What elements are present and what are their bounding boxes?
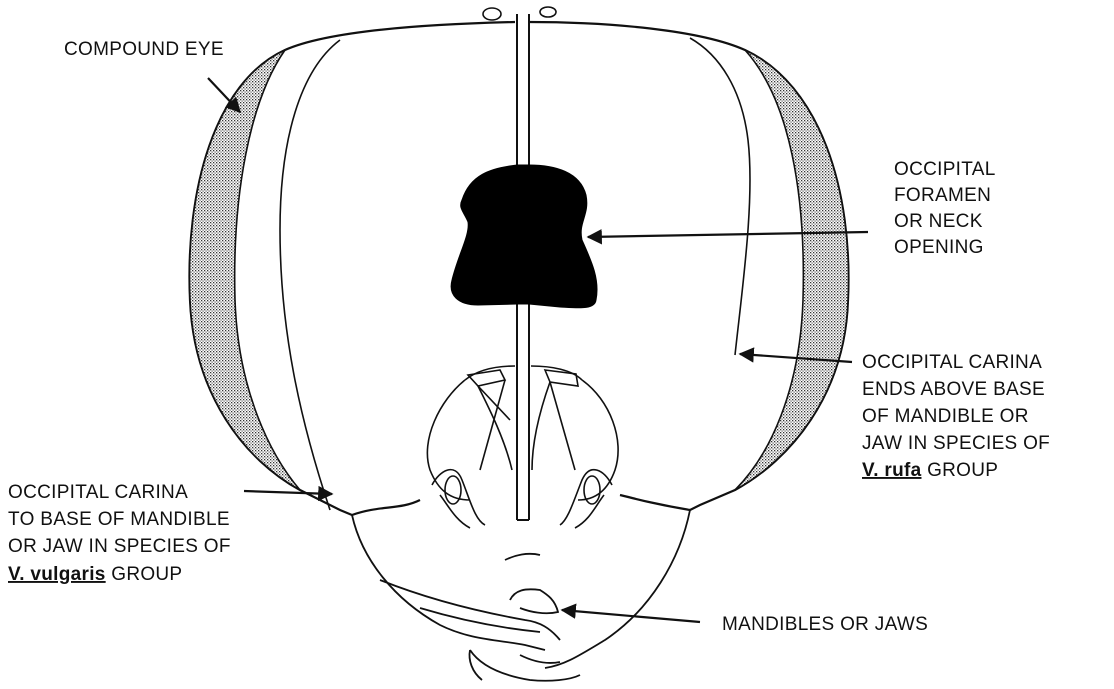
label-mandibles: MANDIBLES OR JAWS <box>722 614 928 635</box>
svg-text:FORAMEN: FORAMEN <box>894 185 991 206</box>
mouthparts <box>427 366 618 528</box>
left-compound-eye <box>189 50 300 490</box>
label-carina-left: OCCIPITAL CARINA TO BASE OF MANDIBLE OR … <box>8 482 231 585</box>
right-compound-eye <box>735 50 848 490</box>
svg-text:OCCIPITAL CARINA: OCCIPITAL CARINA <box>8 482 188 503</box>
svg-text:JAW IN SPECIES OF: JAW IN SPECIES OF <box>862 433 1050 454</box>
svg-text:OF MANDIBLE OR: OF MANDIBLE OR <box>862 406 1029 427</box>
label-carina-right: OCCIPITAL CARINA ENDS ABOVE BASE OF MAND… <box>862 352 1050 481</box>
svg-text:V. vulgaris GROUP: V. vulgaris GROUP <box>8 564 182 585</box>
svg-text:OCCIPITAL CARINA: OCCIPITAL CARINA <box>862 352 1042 373</box>
lower-head <box>352 510 690 681</box>
svg-text:OPENING: OPENING <box>894 237 984 258</box>
label-foramen: OCCIPITAL FORAMEN OR NECK OPENING <box>894 159 996 258</box>
svg-text:OR NECK: OR NECK <box>894 211 983 232</box>
svg-text:OR JAW IN SPECIES OF: OR JAW IN SPECIES OF <box>8 536 231 557</box>
left-occipital-carina <box>280 40 340 510</box>
svg-text:ENDS ABOVE BASE: ENDS ABOVE BASE <box>862 379 1045 400</box>
arrow-carina-left <box>244 491 332 494</box>
label-compound-eye: COMPOUND EYE <box>64 39 224 60</box>
svg-text:OCCIPITAL: OCCIPITAL <box>894 159 996 180</box>
top-bumps <box>483 7 556 20</box>
svg-text:V. rufa GROUP: V. rufa GROUP <box>862 460 998 481</box>
right-occipital-carina <box>690 38 750 355</box>
svg-text:TO BASE OF MANDIBLE: TO BASE OF MANDIBLE <box>8 509 230 530</box>
arrows <box>208 78 868 622</box>
occipital-foramen <box>451 165 597 308</box>
